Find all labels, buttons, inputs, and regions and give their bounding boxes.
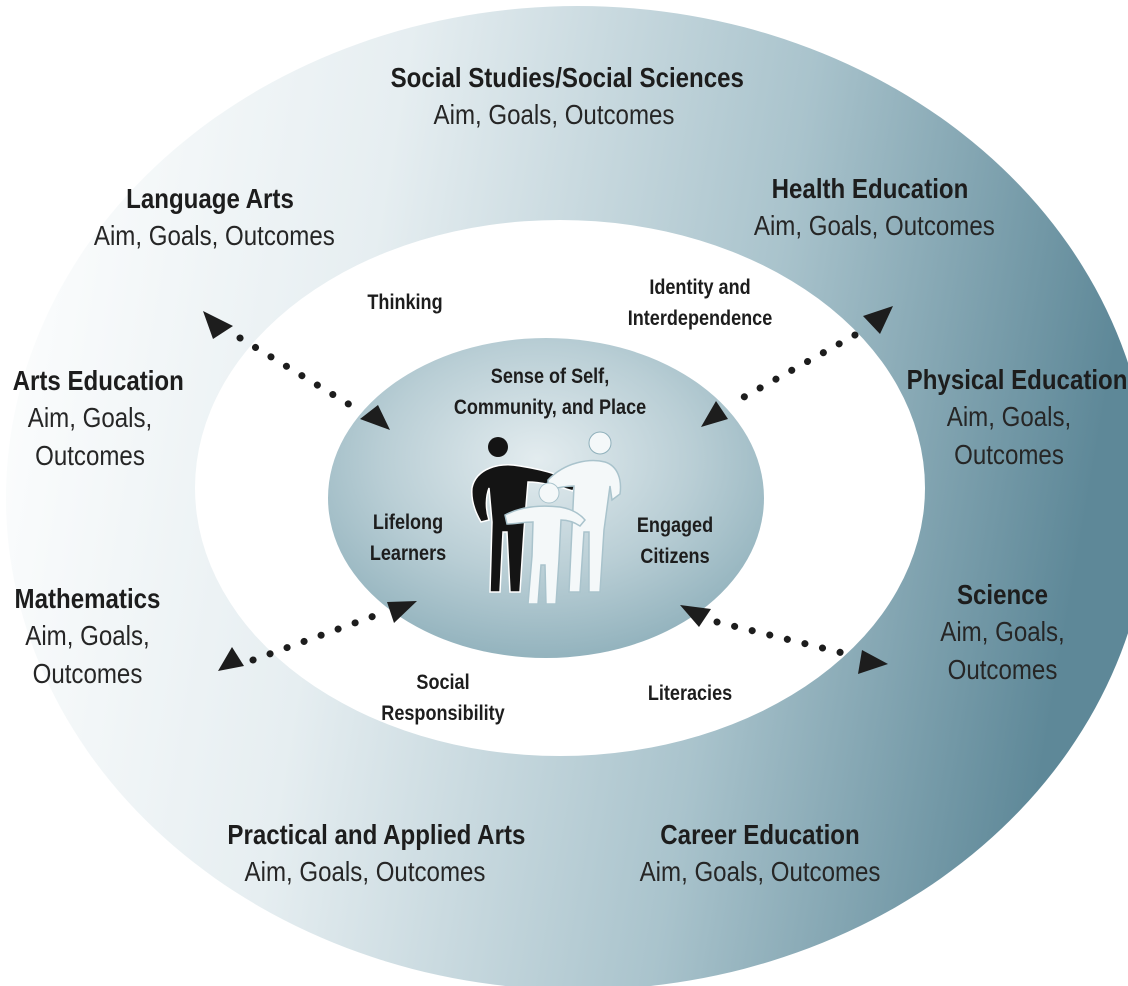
subject-sub: Aim, Goals, <box>940 616 1065 647</box>
competency-label: Interdependence <box>627 307 773 330</box>
competency-identity: Identity and Interdependence <box>614 272 786 334</box>
subject-title: Mathematics <box>14 583 161 614</box>
core-label: Sense of Self, <box>490 365 610 388</box>
competency-literacies: Literacies <box>630 678 750 709</box>
people-family-icon <box>471 431 622 605</box>
subject-title: Science <box>956 579 1049 610</box>
subject-sub: Outcomes <box>32 658 143 689</box>
subject-language-arts: Language Arts Aim, Goals, Outcomes <box>93 180 335 254</box>
core-label: Engaged <box>636 514 714 537</box>
subject-title: Practical and Applied Arts <box>227 819 526 850</box>
subject-sub: Aim, Goals, <box>25 620 150 651</box>
arrow-upper-right <box>701 306 893 427</box>
subject-title: Language Arts <box>126 183 294 214</box>
arrow-lower-left <box>218 601 417 671</box>
competency-label: Literacies <box>647 682 733 705</box>
subject-practical-applied-arts: Practical and Applied Arts Aim, Goals, O… <box>227 816 526 890</box>
competency-label: Identity and <box>649 276 751 299</box>
subject-career-education: Career Education Aim, Goals, Outcomes <box>640 816 881 890</box>
core-lifelong-learners: Lifelong Learners <box>356 507 459 569</box>
subject-title: Arts Education <box>12 365 184 396</box>
subject-sub: Aim, Goals, Outcomes <box>93 220 335 251</box>
subject-physical-education: Physical Education Aim, Goals, Outcomes <box>906 361 1128 474</box>
subject-title: Physical Education <box>906 364 1128 395</box>
subject-title: Health Education <box>771 173 969 204</box>
subject-sub: Outcomes <box>35 440 145 471</box>
subject-health-education: Health Education Aim, Goals, Outcomes <box>753 170 995 244</box>
subject-sub: Aim, Goals, Outcomes <box>639 856 881 887</box>
arrow-lower-right <box>680 605 888 674</box>
subject-mathematics: Mathematics Aim, Goals, Outcomes <box>12 580 163 693</box>
core-label: Learners <box>369 542 447 565</box>
subject-sub: Aim, Goals, <box>27 402 153 433</box>
core-sense-of-self: Sense of Self, Community, and Place <box>447 361 653 423</box>
subject-sub: Outcomes <box>954 439 1064 470</box>
subject-sub: Outcomes <box>947 654 1058 685</box>
competency-thinking: Thinking <box>345 287 465 318</box>
subject-title: Social Studies/Social Sciences <box>390 62 744 93</box>
subject-sub: Aim, Goals, <box>946 401 1072 432</box>
subject-sub: Aim, Goals, Outcomes <box>753 210 995 241</box>
subject-title: Career Education <box>660 819 860 850</box>
core-engaged-citizens: Engaged Citizens <box>628 510 723 572</box>
competency-social-responsibility: Social Responsibility <box>374 667 512 729</box>
subject-sub: Aim, Goals, Outcomes <box>433 99 675 130</box>
subject-social-studies: Social Studies/Social Sciences Aim, Goal… <box>390 59 744 133</box>
competency-label: Social <box>416 671 470 694</box>
core-label: Community, and Place <box>453 396 647 419</box>
core-label: Lifelong <box>372 511 444 534</box>
competency-label: Responsibility <box>381 702 505 725</box>
subject-sub: Aim, Goals, Outcomes <box>244 856 486 887</box>
core-label: Citizens <box>640 545 710 568</box>
competency-label: Thinking <box>367 291 443 314</box>
subject-science: Science Aim, Goals, Outcomes <box>923 576 1082 689</box>
subject-arts-education: Arts Education Aim, Goals, Outcomes <box>12 362 184 475</box>
arrow-upper-left <box>203 311 390 430</box>
